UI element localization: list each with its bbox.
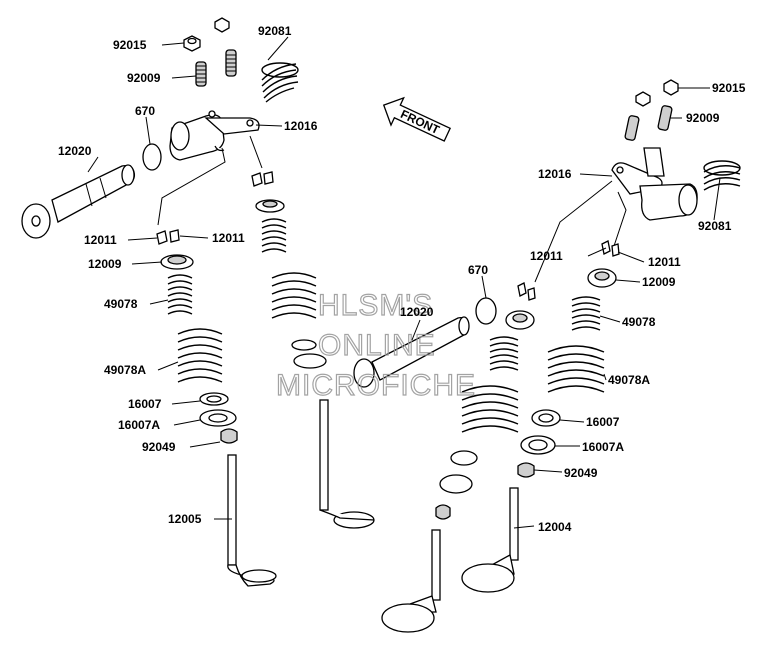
watermark-line-1: HLSM'S bbox=[318, 289, 433, 322]
outer-spring-49078A-left bbox=[177, 272, 317, 383]
label-12004: 12004 bbox=[538, 520, 572, 534]
keepers-12011-left bbox=[156, 171, 274, 245]
rocker-shaft-12020-left bbox=[21, 164, 136, 239]
adjuster-92009-right bbox=[624, 105, 673, 141]
label-12011-left-a: 12011 bbox=[84, 233, 117, 247]
watermark-line-2: ONLINE bbox=[318, 329, 436, 362]
label-12011-right-b: 12011 bbox=[648, 255, 681, 269]
front-arrow: FRONT bbox=[382, 96, 452, 142]
nut-92015-right bbox=[635, 79, 679, 107]
watermark: HLSM'S ONLINE MICROFICHE bbox=[275, 288, 476, 402]
outer-spring-49078A-right bbox=[461, 345, 605, 433]
seat-16007A-left bbox=[199, 353, 327, 427]
rocker-arm-12016-right bbox=[611, 147, 698, 221]
label-92009-right: 92009 bbox=[686, 111, 720, 125]
valve-12005-rear bbox=[319, 399, 375, 529]
retainer-12009-left bbox=[160, 199, 285, 270]
inner-spring-49078-left bbox=[167, 218, 287, 315]
label-12016-right: 12016 bbox=[538, 167, 572, 181]
retainer-12009-right bbox=[505, 268, 617, 330]
label-49078A-right: 49078A bbox=[608, 373, 650, 387]
label-12011-right-a: 12011 bbox=[530, 249, 563, 263]
label-49078-right: 49078 bbox=[622, 315, 656, 329]
label-12011-left-b: 12011 bbox=[212, 231, 245, 245]
label-92049-left: 92049 bbox=[142, 440, 176, 454]
label-12009-left: 12009 bbox=[88, 257, 122, 271]
label-92015-right: 92015 bbox=[712, 81, 746, 95]
leader-lines bbox=[87, 36, 721, 529]
label-670-left: 670 bbox=[135, 104, 155, 118]
spring-92081-right bbox=[703, 160, 741, 191]
rocker-arm-12016-left bbox=[169, 110, 260, 161]
label-16007-left: 16007 bbox=[128, 397, 162, 411]
label-16007A-left: 16007A bbox=[118, 418, 160, 432]
label-12009-right: 12009 bbox=[642, 275, 676, 289]
valve-12004-front bbox=[381, 529, 441, 633]
seat-16007-right bbox=[450, 409, 561, 466]
keepers-12011-right bbox=[517, 240, 620, 301]
seal-92049-left bbox=[220, 428, 238, 444]
label-92049-right: 92049 bbox=[564, 466, 598, 480]
label-92015-left: 92015 bbox=[113, 38, 147, 52]
watermark-line-3: MICROFICHE bbox=[276, 369, 476, 402]
label-12020-center: 12020 bbox=[400, 305, 434, 319]
label-92009-left: 92009 bbox=[127, 71, 161, 85]
label-16007-right: 16007 bbox=[586, 415, 620, 429]
oring-670-right bbox=[475, 297, 497, 325]
label-12020-left: 12020 bbox=[58, 144, 92, 158]
label-12005: 12005 bbox=[168, 512, 202, 526]
front-arrow-label: FRONT bbox=[398, 107, 442, 137]
adjuster-92009-left bbox=[195, 49, 237, 87]
inner-spring-49078-right bbox=[489, 296, 601, 371]
label-49078A-left: 49078A bbox=[104, 363, 146, 377]
label-670-right: 670 bbox=[468, 263, 488, 277]
label-49078-left: 49078 bbox=[104, 297, 138, 311]
nut-92015-left bbox=[183, 17, 230, 52]
valve-12005 bbox=[227, 454, 277, 587]
seat-16007-left bbox=[199, 339, 317, 406]
valve-12004 bbox=[461, 487, 519, 593]
label-92081-right: 92081 bbox=[698, 219, 732, 233]
label-12016-left: 12016 bbox=[284, 119, 318, 133]
oring-670-left bbox=[142, 143, 162, 171]
label-92081-left: 92081 bbox=[258, 24, 292, 38]
rocker-shaft-12020-center bbox=[353, 316, 470, 388]
seat-16007A-right bbox=[439, 435, 556, 494]
part-labels: 92015 92081 92009 670 12016 12020 12011 … bbox=[58, 24, 746, 534]
label-16007A-right: 16007A bbox=[582, 440, 624, 454]
seal-92049-right bbox=[435, 462, 535, 520]
spring-92081-left bbox=[261, 62, 299, 103]
